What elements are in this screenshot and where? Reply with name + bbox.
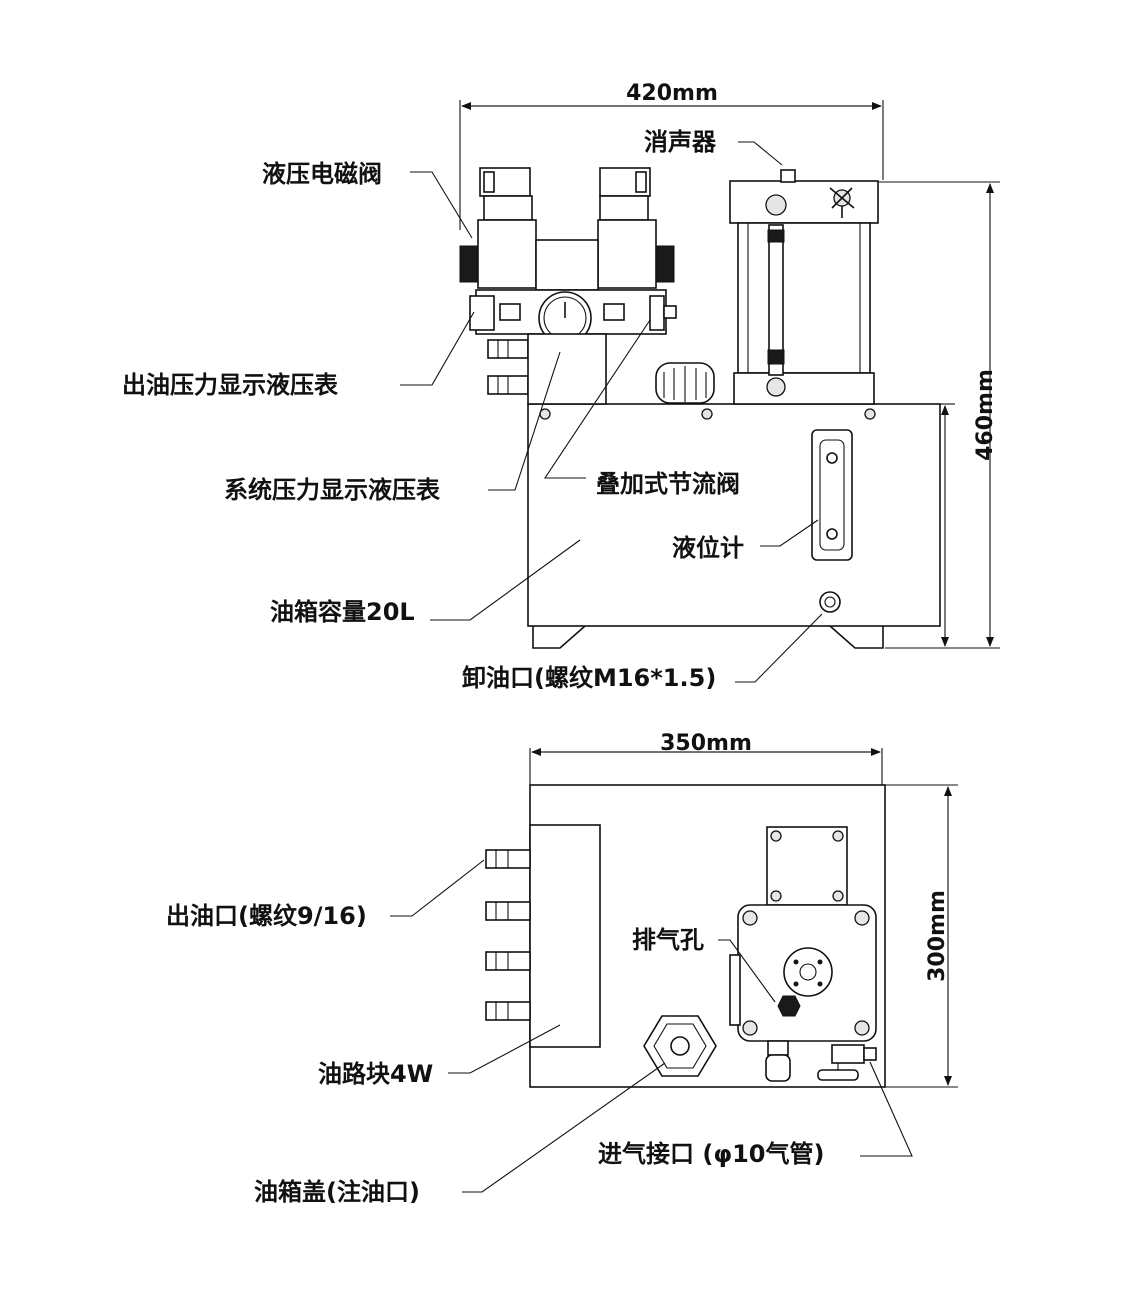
oil-block: [529, 824, 601, 1048]
front-view: 420mm 460mm 240mm: [122, 81, 1000, 692]
drain-port: [819, 591, 841, 613]
label-tank-cap: 油箱盖(注油口): [254, 1178, 420, 1206]
oil-tank: [527, 403, 941, 649]
cylinder-frame: [729, 169, 879, 405]
dimension-width-top: 350mm: [529, 731, 883, 785]
label-air-inlet: 进气接口 (φ10气管): [598, 1140, 824, 1168]
dimension-width-front: 420mm: [459, 81, 884, 230]
dimension-label-width: 420mm: [626, 81, 718, 106]
top-view: 350mm 300mm: [166, 731, 958, 1206]
solenoid-valve: [459, 167, 677, 405]
label-throttle-valve: 叠加式节流阀: [596, 470, 740, 498]
label-oil-block: 油路块4W: [318, 1060, 433, 1088]
dimension-depth-top: 300mm: [885, 784, 958, 1088]
outlet-fittings: [485, 849, 531, 1021]
dimension-label-total-height: 460mm: [973, 369, 998, 461]
label-drain-port: 卸油口(螺纹M16*1.5): [462, 664, 716, 692]
dimension-label-depth: 300mm: [925, 890, 950, 982]
label-outlet-port: 出油口(螺纹9/16): [166, 902, 367, 930]
label-outlet-pressure-gauge: 出油压力显示液压表: [122, 371, 339, 399]
dimension-total-height: 460mm: [878, 181, 1000, 649]
pump-motor-top: [729, 826, 877, 1082]
level-gauge: [811, 429, 853, 561]
leader-lines-top: [390, 859, 913, 1193]
label-level-gauge: 液位计: [672, 534, 744, 562]
leader-lines-front: [400, 141, 823, 683]
label-system-pressure-gauge: 系统压力显示液压表: [224, 476, 441, 504]
label-tank-capacity: 油箱容量20L: [270, 598, 415, 626]
label-vent-hole: 排气孔: [632, 926, 704, 954]
breather-cap: [655, 362, 715, 404]
label-muffler: 消声器: [644, 128, 717, 156]
dimension-label-width-top: 350mm: [660, 731, 752, 756]
tank-cap: [643, 1015, 717, 1077]
label-solenoid-valve: 液压电磁阀: [262, 160, 382, 188]
